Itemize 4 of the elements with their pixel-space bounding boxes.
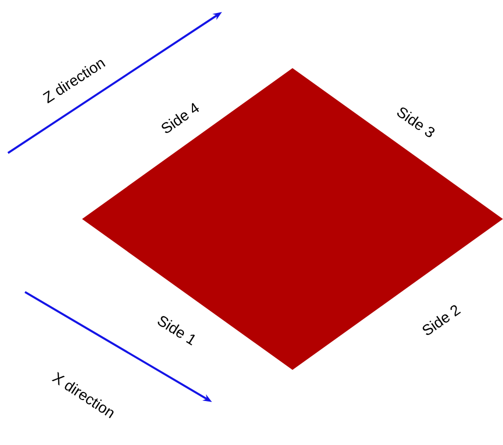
- side-label: Side 1: [158, 316, 195, 346]
- side-label: Side 2: [422, 305, 461, 335]
- side-label: Side 4: [162, 102, 199, 133]
- side-label: Side 3: [397, 107, 435, 138]
